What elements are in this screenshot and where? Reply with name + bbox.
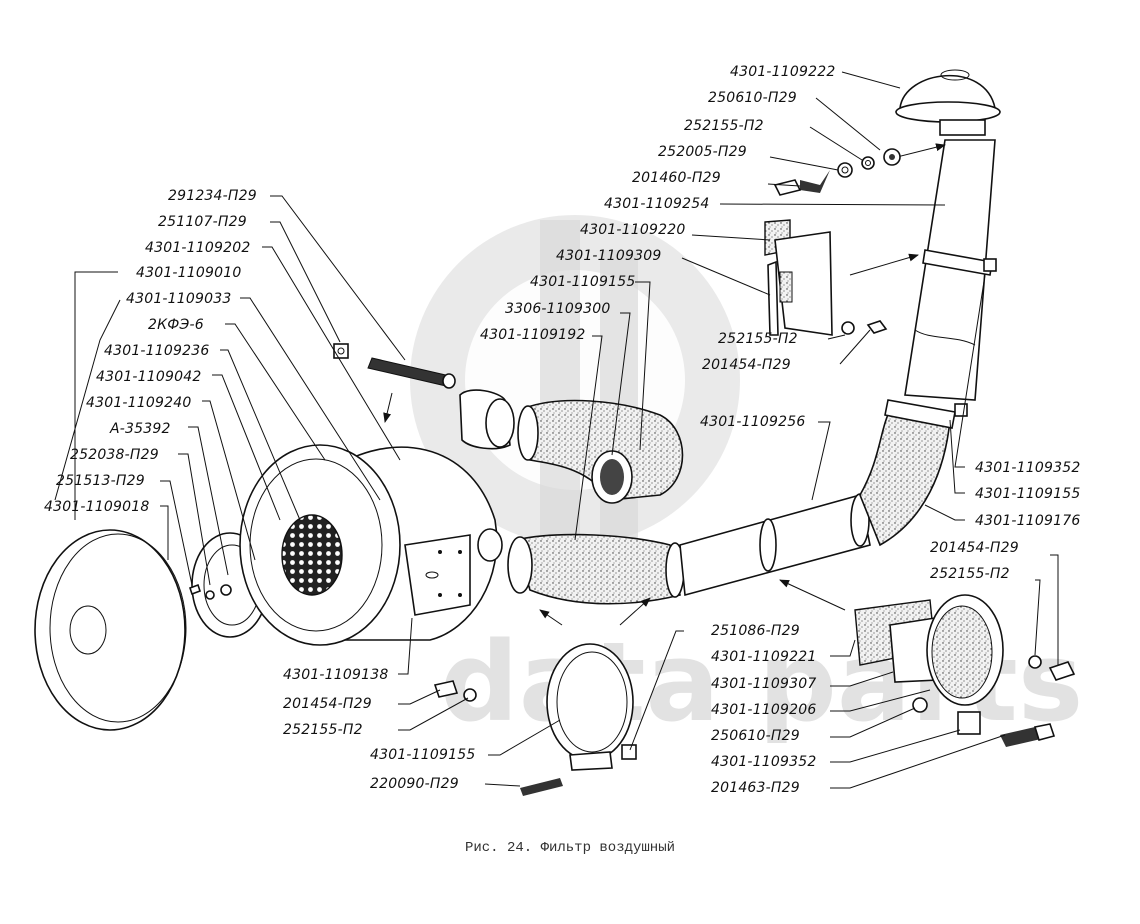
- leader-lines: [54, 71, 1059, 789]
- part-label: 252005-П29: [658, 144, 747, 160]
- part-label: 4301-1109018: [44, 499, 150, 515]
- part-label: 4301-1109155: [975, 486, 1081, 502]
- part-label: 252155-П2: [718, 331, 798, 347]
- part-label: 4301-1109222: [730, 64, 836, 80]
- part-label: А-35392: [110, 421, 171, 437]
- adapter-sleeve: [459, 389, 515, 450]
- part-label: 4301-1109155: [530, 274, 636, 290]
- part-label: 4301-1109206: [711, 702, 817, 718]
- figure-caption: Рис. 24. Фильтр воздушный: [464, 840, 676, 856]
- part-label: 4301-1109202: [145, 240, 251, 256]
- part-label: 3306-1109300: [505, 301, 611, 317]
- part-label: 4301-1109240: [86, 395, 192, 411]
- part-label: 250610-П29: [708, 90, 797, 106]
- part-label: 201454-П29: [930, 540, 1019, 556]
- part-label: 251513-П29: [56, 473, 145, 489]
- part-label: 201454-П29: [283, 696, 372, 712]
- part-label: 4301-1109309: [556, 248, 662, 264]
- part-label: 4301-1109256: [700, 414, 806, 430]
- pipe-support-bracket: [779, 579, 1076, 747]
- part-label: 4301-1109176: [975, 513, 1081, 529]
- part-label: 4301-1109192: [480, 327, 586, 343]
- riser-pipe: [904, 139, 997, 401]
- part-label: 291234-П29: [168, 188, 257, 204]
- riser-elbow-hose: [859, 399, 968, 547]
- air-intake-cap: [884, 69, 1001, 161]
- hose-lower: [507, 533, 685, 605]
- part-label: 251086-П29: [711, 623, 800, 639]
- part-label: 252155-П2: [684, 118, 764, 134]
- filter-cover: [34, 529, 187, 731]
- part-label: 4301-1109220: [580, 222, 686, 238]
- part-label: 4301-1109042: [96, 369, 202, 385]
- part-label: 4301-1109010: [136, 265, 242, 281]
- part-label: 201460-П29: [632, 170, 721, 186]
- bracket-plate: [764, 219, 919, 336]
- part-label: 251107-П29: [158, 214, 247, 230]
- part-label: 252155-П2: [930, 566, 1010, 582]
- filter-housing: [239, 444, 503, 646]
- top-fasteners: [773, 148, 901, 196]
- part-label: 4301-1109236: [104, 343, 210, 359]
- part-label: 4301-1109221: [711, 649, 817, 665]
- stud-and-nut: [333, 343, 456, 423]
- part-label: 220090-П29: [370, 776, 459, 792]
- part-label: 252038-П29: [70, 447, 159, 463]
- part-label: 4301-1109254: [604, 196, 710, 212]
- part-label: 4301-1109138: [283, 667, 389, 683]
- part-label: 201463-П29: [711, 780, 800, 796]
- elbow-hose-upper: [517, 399, 684, 504]
- part-label: 201454-П29: [702, 357, 791, 373]
- part-label: 4301-1109352: [975, 460, 1081, 476]
- part-label: 4301-1109307: [711, 676, 817, 692]
- intake-pipe: [679, 493, 871, 597]
- part-label: 252155-П2: [283, 722, 363, 738]
- part-label: 250610-П29: [711, 728, 800, 744]
- part-label: 4301-1109033: [126, 291, 232, 307]
- hose-clamp: [520, 597, 651, 796]
- part-label: 2КФЭ-6: [148, 317, 204, 333]
- part-label: 4301-1109155: [370, 747, 476, 763]
- part-label: 4301-1109352: [711, 754, 817, 770]
